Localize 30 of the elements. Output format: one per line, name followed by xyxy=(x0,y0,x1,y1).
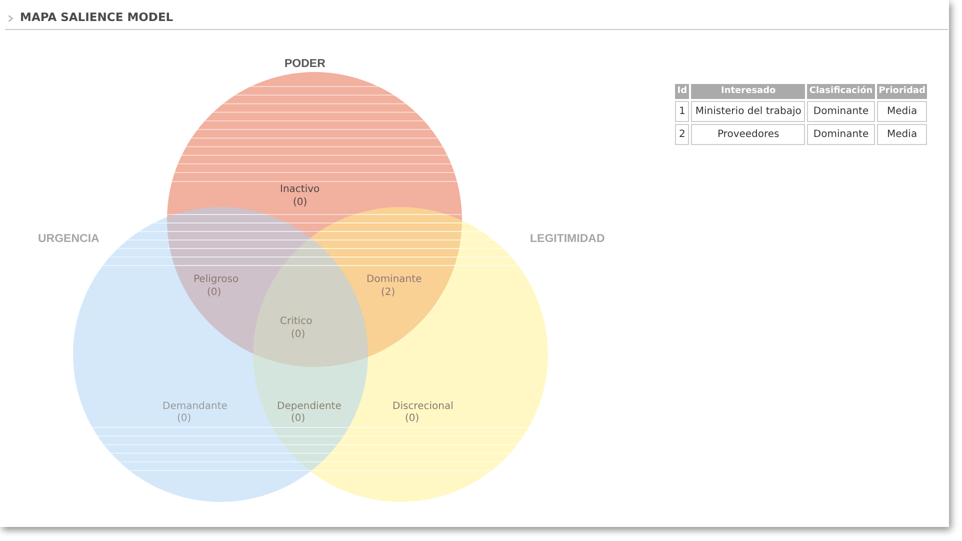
region-label: Dominante xyxy=(366,274,422,286)
count-label: (0) xyxy=(291,329,306,341)
set-label: URGENCIA xyxy=(38,232,100,246)
table-cell: Dominante xyxy=(807,101,875,122)
region-label: Demandante xyxy=(162,401,228,413)
count-label: (0) xyxy=(177,413,192,425)
diagram-title: MAPA SALIENCE MODEL xyxy=(20,10,174,24)
count-label: (0) xyxy=(405,413,420,425)
region-label: Dependiente xyxy=(277,401,342,413)
count-label: (0) xyxy=(207,287,222,299)
header-cell: Interesado xyxy=(691,84,806,99)
header-cell: Clasificación xyxy=(807,84,875,99)
table-cell: 1 xyxy=(675,101,690,122)
count-label: (2) xyxy=(381,287,396,299)
count-label: (0) xyxy=(291,413,306,425)
header-cell: Id xyxy=(675,84,690,99)
table-cell: Proveedores xyxy=(691,124,806,145)
region-label: Critico xyxy=(280,316,312,328)
set-label: LEGITIMIDAD xyxy=(530,232,605,246)
table-cell: Ministerio del trabajo xyxy=(691,101,806,122)
table-cell: 2 xyxy=(675,124,690,145)
region-label: Inactivo xyxy=(280,184,320,196)
table-cell: Media xyxy=(876,124,928,145)
table-cell: Media xyxy=(876,101,928,122)
table-cell: Dominante xyxy=(807,124,875,145)
region-label: Peligroso xyxy=(194,274,239,286)
region-label: Discrecional xyxy=(392,401,454,413)
count-label: (0) xyxy=(293,197,308,209)
set-label: PODER xyxy=(284,57,326,71)
header-cell: Prioridad xyxy=(876,84,928,99)
